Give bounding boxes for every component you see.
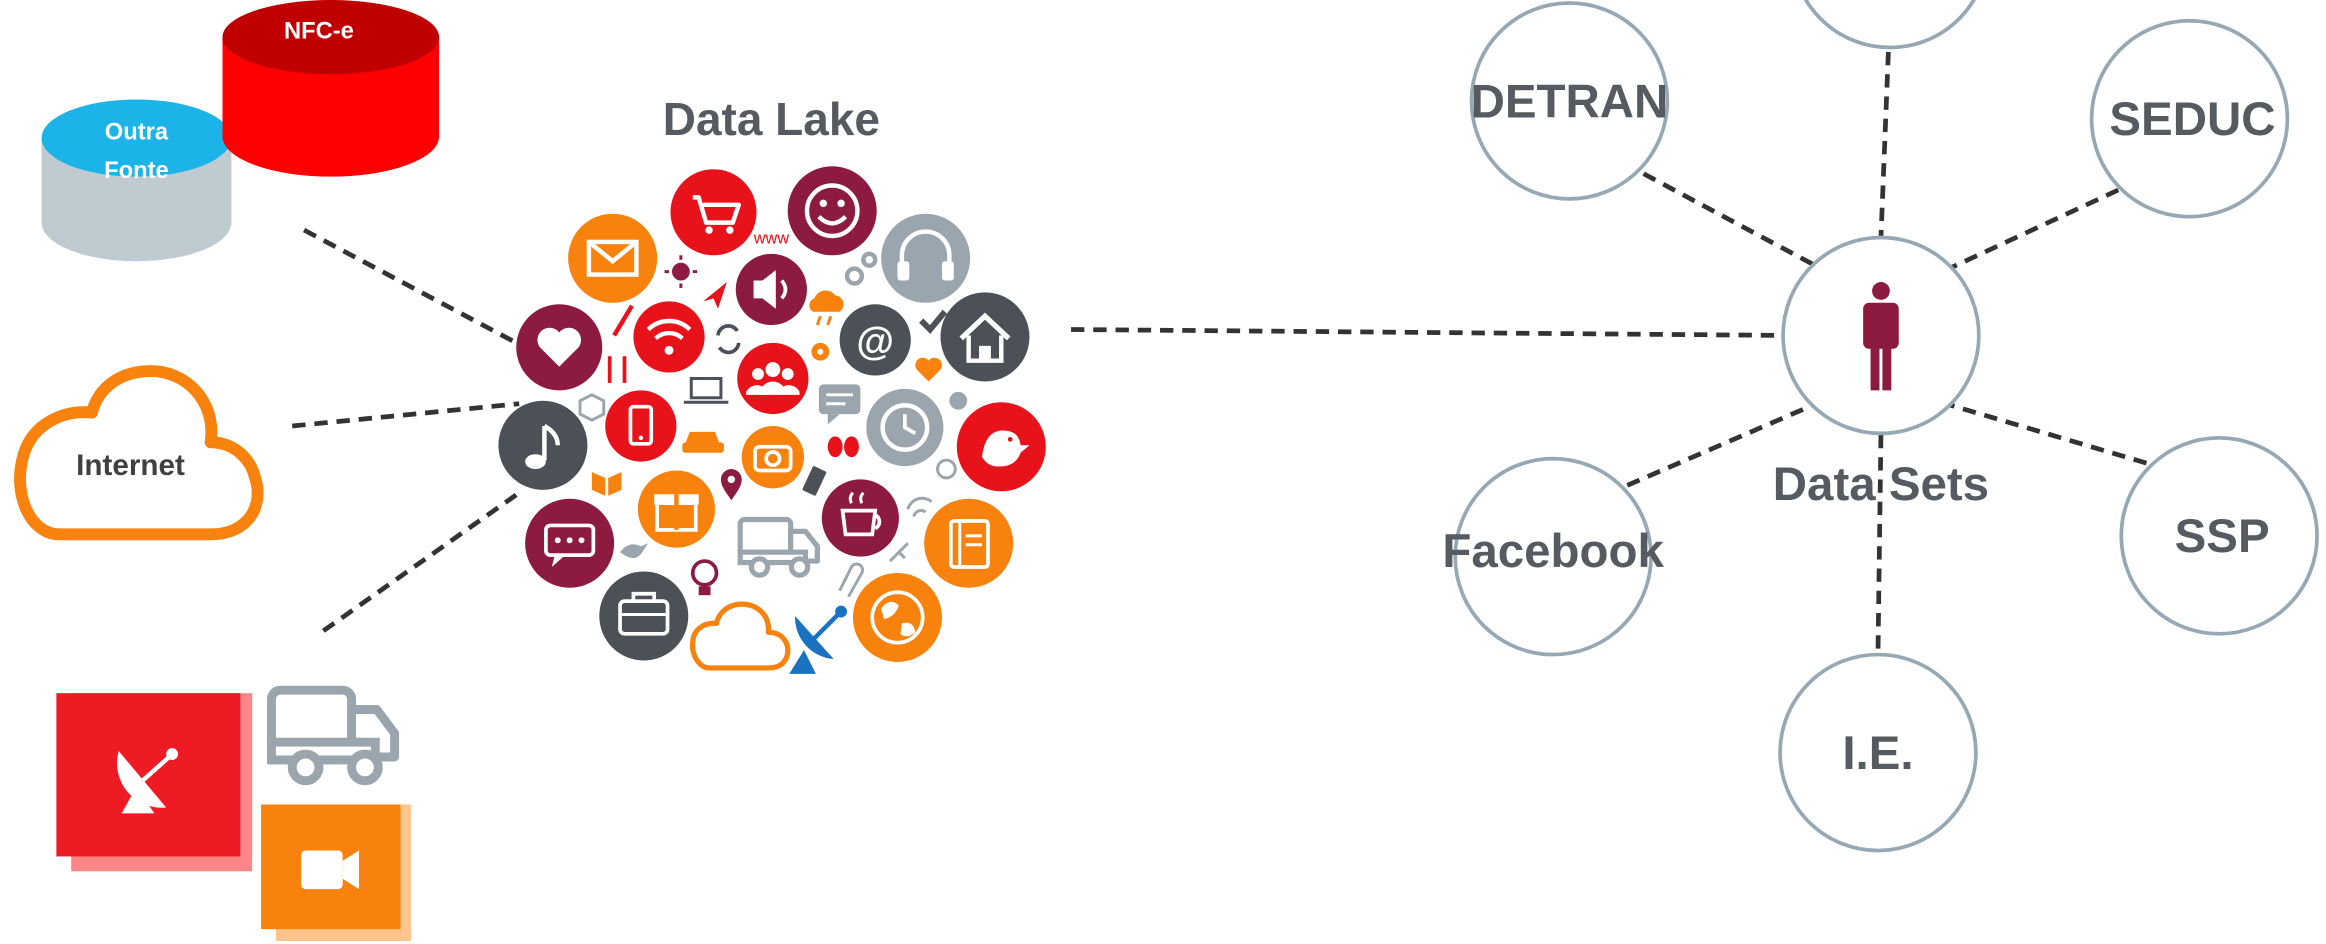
ring-icon — [936, 458, 957, 480]
fork-knife-icon — [607, 356, 627, 383]
outra-fonte-label-line1: Outra — [105, 120, 169, 146]
satellite-tile — [56, 693, 253, 872]
small-bird-icon — [620, 543, 649, 559]
mail-icon — [568, 213, 658, 303]
battery-icon — [802, 466, 827, 496]
www-label: www — [753, 229, 790, 247]
sun-icon — [664, 255, 698, 288]
people-icon — [737, 342, 809, 415]
video-tile — [261, 804, 411, 942]
paper-plane-icon — [703, 282, 727, 309]
connector-db-to-lake — [302, 227, 521, 347]
laptop-icon — [683, 377, 729, 404]
gears-icon — [844, 251, 878, 286]
pencil-icon — [612, 304, 634, 337]
bulb-icon — [690, 559, 719, 596]
smile-icon — [787, 166, 877, 256]
cloud-icon — [690, 601, 791, 671]
car-icon — [682, 431, 724, 453]
paperclip-icon — [838, 562, 865, 598]
data-lake-title: Data Lake — [663, 93, 880, 145]
small-heart-icon — [915, 357, 942, 382]
home-icon — [940, 292, 1030, 382]
svg-text:@: @ — [856, 321, 894, 364]
globe-icon — [852, 572, 942, 662]
dataset-label-detran: DETRAN — [1471, 75, 1669, 128]
dataset-label-seduc: SEDUC — [2109, 93, 2275, 146]
connector-lines — [291, 51, 2148, 654]
nfce-label: NFC-e — [284, 19, 354, 45]
box-icon — [578, 393, 606, 422]
clock-icon — [866, 388, 944, 467]
connector-hub-detran — [1642, 171, 1814, 267]
connector-hub-ie — [1875, 434, 1884, 654]
connector-lake-to-hub — [1070, 327, 1788, 338]
camera-icon — [741, 425, 805, 489]
connector-internet-to-lake — [291, 401, 520, 429]
apple-icon — [949, 391, 968, 410]
dataset-node-facebook: Facebook — [1442, 456, 1664, 657]
dataset-node-ie: I.E. — [1778, 652, 1978, 853]
connector-hub-seduc — [1951, 187, 2120, 270]
heart-icon — [516, 304, 603, 391]
butterfly-icon — [827, 436, 859, 458]
dataset-label-facebook: Facebook — [1442, 525, 1664, 578]
at-icon: @ — [839, 304, 911, 376]
data-lake-icon-cloud: www — [498, 166, 1046, 674]
connector-hub-facebook — [1626, 403, 1814, 488]
key-icon — [888, 542, 909, 563]
refresh-icon — [716, 324, 741, 355]
signal-icon — [906, 496, 933, 518]
dataset-node-ssp: SSP — [2119, 436, 2319, 636]
dataset-node-detran: DETRAN — [1469, 1, 1670, 201]
chat-icon — [525, 498, 615, 588]
notebook-icon — [924, 498, 1014, 588]
cloud-rain-icon — [809, 290, 844, 326]
connector-hub-ssp — [1949, 402, 2148, 466]
outra-fonte-label-line2: Fonte — [104, 158, 169, 184]
dataset-node-seduc: SEDUC — [2089, 18, 2290, 219]
satellite-icon — [789, 605, 848, 674]
nfce-database: NFC-e — [222, 0, 440, 177]
truck-tile-icon — [267, 685, 400, 786]
check-icon — [919, 309, 948, 334]
truck-icon — [737, 516, 820, 578]
gift-icon — [637, 470, 715, 548]
connector-devices-to-lake — [322, 490, 521, 633]
book-icon — [591, 472, 622, 496]
dataset-node-top — [1803, 0, 1976, 50]
data-sets-label: Data Sets — [1773, 458, 1989, 511]
music-icon — [498, 400, 588, 490]
headphones-icon — [881, 213, 971, 303]
message-icon — [818, 384, 861, 425]
bird-icon — [956, 402, 1046, 492]
dataset-label-ssp: SSP — [2175, 510, 2270, 563]
internet-cloud: Internet — [14, 365, 264, 541]
dataset-label-ie: I.E. — [1842, 727, 1913, 780]
data-sets-network: DETRAN SEDUC Facebook SSP I.E. D — [1442, 0, 2319, 853]
data-sets-hub — [1781, 235, 1981, 436]
outra-fonte-database: Outra Fonte — [41, 99, 232, 262]
speaker-icon — [735, 253, 807, 326]
satellite-dish-icon — [116, 748, 179, 814]
internet-label: Internet — [76, 449, 185, 482]
cup-icon — [821, 479, 899, 557]
map-pin-icon — [811, 342, 830, 361]
location-pin-icon — [720, 469, 742, 501]
wifi-icon — [633, 301, 705, 373]
cart-icon — [670, 169, 757, 256]
person-icon — [1863, 282, 1899, 391]
phone-icon — [605, 390, 677, 462]
briefcase-icon — [599, 571, 689, 661]
video-camera-icon — [301, 850, 359, 890]
connector-hub-top — [1878, 51, 1891, 238]
cloud-icon — [14, 365, 264, 541]
